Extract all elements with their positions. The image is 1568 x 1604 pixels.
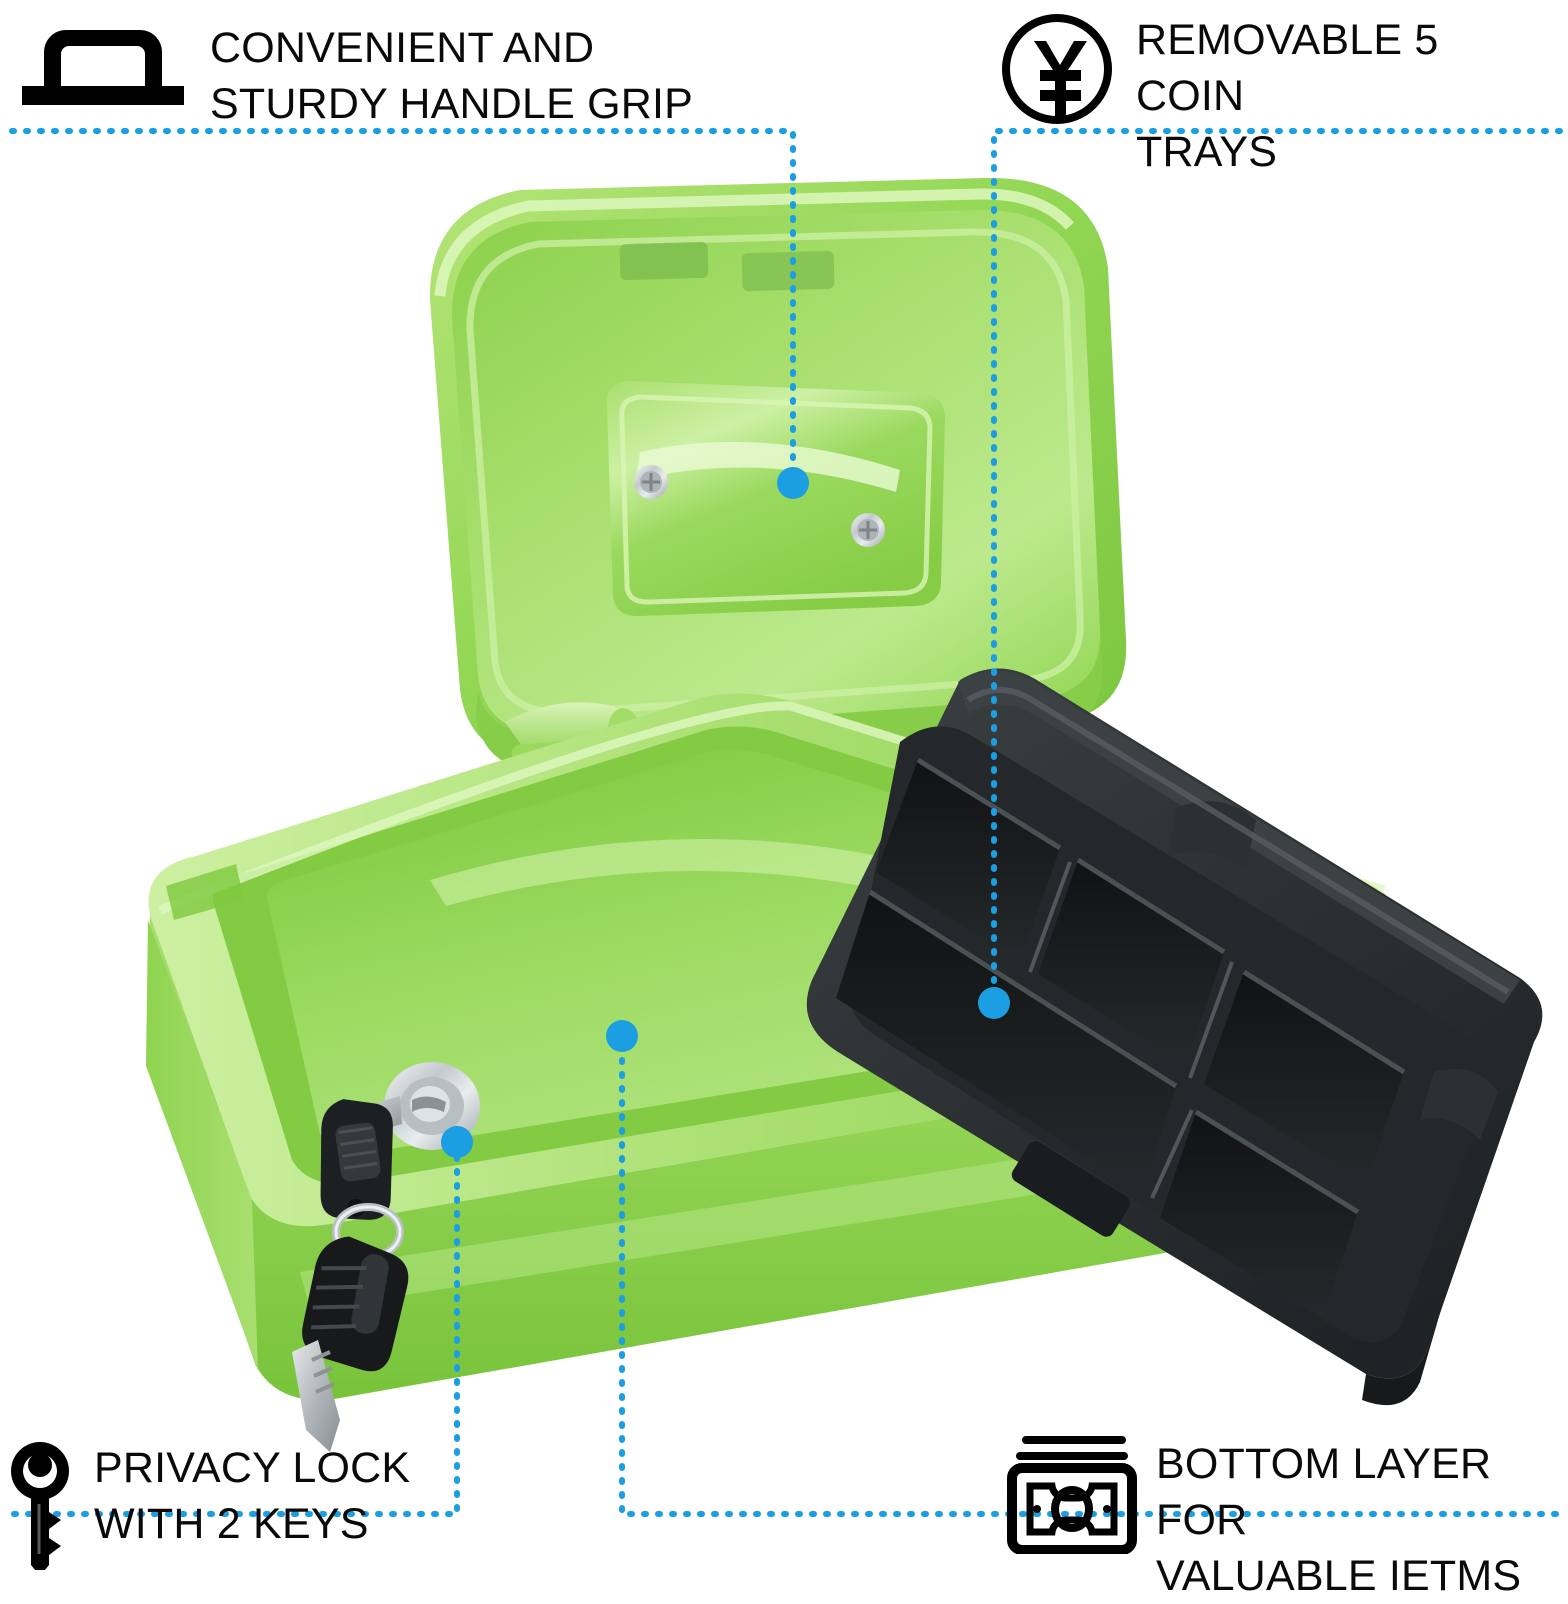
handle-slot-right: [741, 250, 835, 292]
callout-bottom-layer: BOTTOM LAYER FOR VALUABLE IETMS: [1006, 1432, 1562, 1604]
screw-right: [851, 513, 885, 547]
product-illustration: [146, 177, 1543, 1452]
handle-grip-icon: [22, 30, 184, 105]
coin-yen-icon: [1002, 14, 1112, 124]
infographic-canvas: CONVENIENT AND STURDY HANDLE GRIP REMOVA…: [6, 8, 1563, 1600]
hotspot-coin-trays[interactable]: [978, 987, 1010, 1019]
callout-handle: CONVENIENT AND STURDY HANDLE GRIP: [14, 14, 774, 132]
screw-left: [634, 465, 668, 499]
callout-coin-trays-label: REMOVABLE 5 COIN TRAYS: [1136, 16, 1439, 176]
hotspot-handle[interactable]: [777, 467, 809, 499]
callout-privacy-lock: PRIVACY LOCK WITH 2 KEYS: [6, 1438, 546, 1570]
callout-coin-trays: REMOVABLE 5 COIN TRAYS: [996, 8, 1556, 180]
callout-handle-label: CONVENIENT AND STURDY HANDLE GRIP: [210, 24, 694, 128]
callout-bottom-layer-label: BOTTOM LAYER FOR VALUABLE IETMS: [1156, 1440, 1522, 1600]
key-icon: [11, 1442, 69, 1570]
callout-privacy-lock-label: PRIVACY LOCK WITH 2 KEYS: [94, 1444, 411, 1548]
hotspot-privacy-lock[interactable]: [441, 1126, 473, 1158]
handle-slot-left: [619, 241, 709, 281]
hotspot-bottom-layer[interactable]: [606, 1020, 638, 1052]
handle-mount-plate: [606, 381, 945, 617]
banknote-icon: [1007, 1436, 1137, 1554]
